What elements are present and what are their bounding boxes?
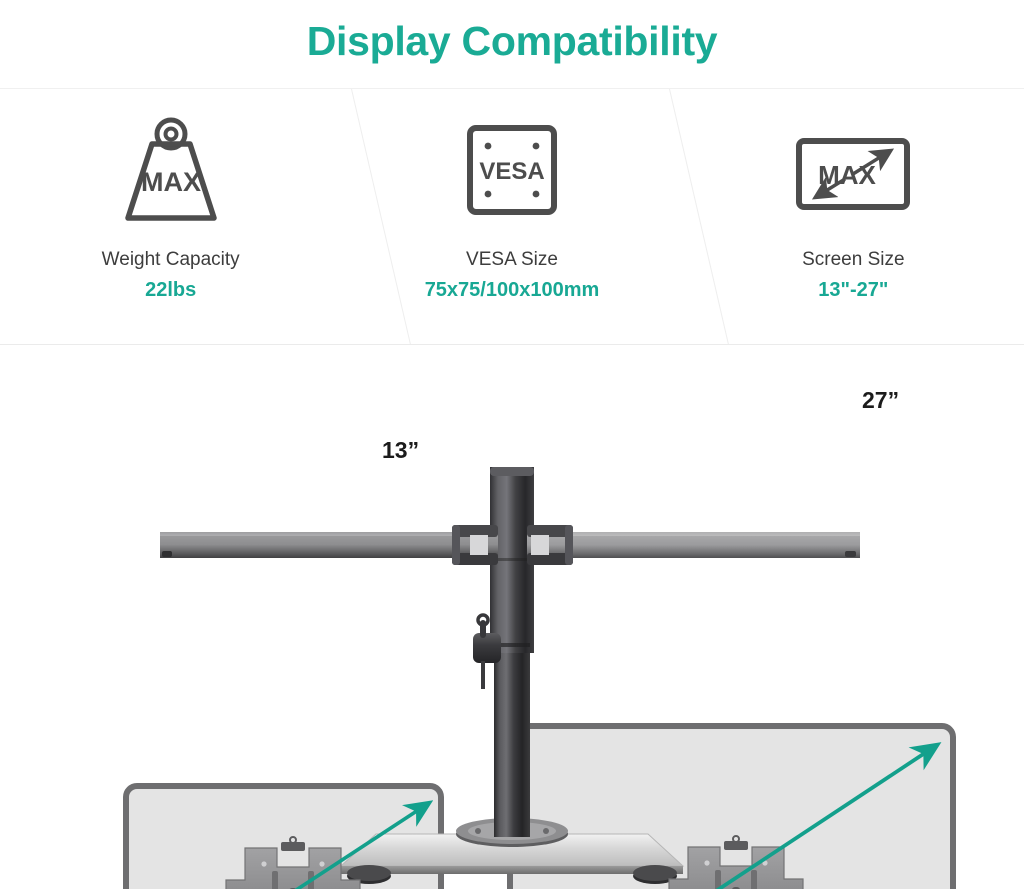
weight-icon-text: MAX xyxy=(141,167,201,197)
spec-label-vesa-size: VESA Size xyxy=(466,249,558,270)
spec-label-weight-capacity: Weight Capacity xyxy=(101,249,240,270)
screen-icon-text: MAX xyxy=(818,160,876,190)
left-monitor-size-label: 13” xyxy=(382,437,420,463)
screen-max-diagonal-icon: MAX xyxy=(785,111,921,231)
left-monitor-arm xyxy=(160,532,498,558)
right-monitor-arm xyxy=(527,532,860,558)
product-illustration xyxy=(0,345,1024,889)
spec-band: MAX Weight Capacity 22lbs VESA xyxy=(0,88,1024,345)
weight-max-icon: MAX xyxy=(108,111,234,231)
spec-label-screen-size: Screen Size xyxy=(802,249,905,270)
header: Display Compatibility xyxy=(0,0,1024,88)
spec-item-screen-size: MAX Screen Size 13"-27" xyxy=(683,89,1024,344)
spec-value-screen-size: 13"-27" xyxy=(818,278,889,301)
vesa-plate-icon: VESA xyxy=(452,111,572,231)
left-monitor-diagonal-arrow xyxy=(115,800,434,889)
spec-value-vesa-size: 75x75/100x100mm xyxy=(424,278,600,301)
spec-value-weight-capacity: 22lbs xyxy=(145,278,197,301)
pole-collar-right xyxy=(527,525,573,565)
vesa-icon-text: VESA xyxy=(479,158,544,185)
right-monitor-diagonal-arrow xyxy=(504,742,942,889)
spec-item-vesa-size: VESA VESA Size 75x75/100x100mm xyxy=(341,89,682,344)
height-adjust-knob xyxy=(473,613,501,689)
right-monitor-size-label: 27” xyxy=(862,387,900,413)
spec-item-weight-capacity: MAX Weight Capacity 22lbs xyxy=(0,89,341,344)
pole-collar-left xyxy=(452,525,498,565)
page-title: Display Compatibility xyxy=(306,17,718,64)
